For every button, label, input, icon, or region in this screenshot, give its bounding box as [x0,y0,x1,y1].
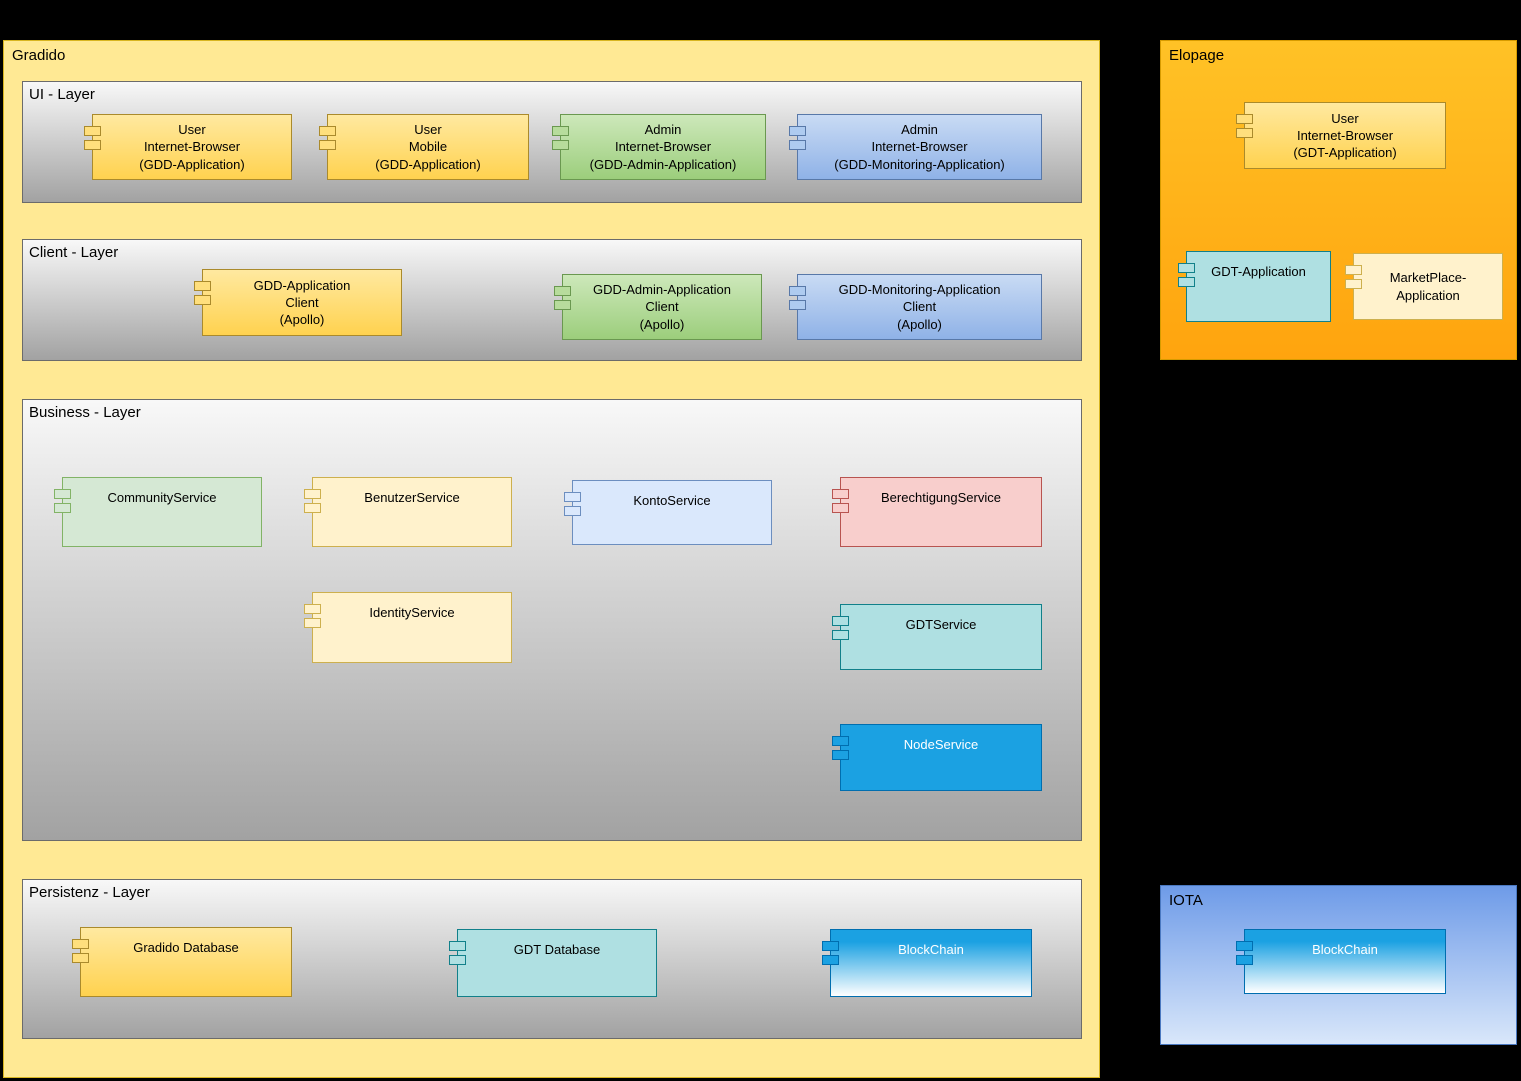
component-icon [552,126,569,156]
component-icon [832,616,849,646]
component-user-mobile-gdd-application: User Mobile (GDD-Application) [319,114,529,180]
component-label: BlockChain [1312,942,1378,957]
component-label: BerechtigungService [881,490,1001,505]
component-icon [54,489,71,519]
elopage-container: Elopage User Internet-Browser (GDT-Appli… [1160,40,1517,360]
component-icon [832,489,849,519]
component-identity-service: IdentityService [304,592,512,663]
component-marketplace-application: MarketPlace- Application [1345,253,1503,320]
component-label: User Internet-Browser (GDT-Application) [1293,110,1397,161]
component-icon [564,492,581,522]
component-user-internet-browser-gdt-application: User Internet-Browser (GDT-Application) [1236,102,1446,169]
component-label: User Internet-Browser (GDD-Application) [139,122,245,172]
component-icon [1236,114,1253,144]
component-icon [304,604,321,634]
component-label: KontoService [633,493,711,508]
ui-layer: UI - Layer User Internet-Browser (GDD-Ap… [22,81,1082,203]
business-layer-title: Business - Layer [29,404,141,421]
component-label: IdentityService [369,605,455,620]
gradido-container: Gradido UI - Layer User Internet-Browser… [3,40,1100,1078]
component-berechtigung-service: BerechtigungService [832,477,1042,547]
component-icon [84,126,101,156]
component-admin-internet-browser-gdd-admin-application: Admin Internet-Browser (GDD-Admin-Applic… [552,114,766,180]
component-node-service: NodeService [832,724,1042,791]
persistenz-layer-title: Persistenz - Layer [29,884,150,901]
component-label: BlockChain [898,942,964,957]
component-label: Admin Internet-Browser (GDD-Monitoring-A… [834,122,1005,172]
component-icon [1345,265,1362,295]
persistenz-layer: Persistenz - Layer Gradido Database GDT … [22,879,1082,1039]
component-icon [72,939,89,969]
component-blockchain-iota: BlockChain [1236,929,1446,994]
component-label: GDT-Application [1211,264,1306,279]
ui-layer-title: UI - Layer [29,86,95,103]
component-icon [449,941,466,971]
business-layer: Business - Layer CommunityService Benutz… [22,399,1082,841]
gradido-title: Gradido [12,47,66,64]
component-label: User Mobile (GDD-Application) [375,122,481,172]
component-label: CommunityService [107,490,217,505]
component-label: BenutzerService [364,490,460,505]
client-layer-title: Client - Layer [29,244,119,261]
component-icon [789,126,806,156]
component-icon [194,281,211,311]
component-gdd-monitoring-application-client: GDD-Monitoring-Application Client (Apoll… [789,274,1042,340]
component-benutzer-service: BenutzerService [304,477,512,547]
component-icon [1236,941,1253,971]
component-icon [554,286,571,316]
component-label: MarketPlace- Application [1389,270,1467,303]
component-icon [319,126,336,156]
component-gdt-service: GDTService [832,604,1042,670]
component-gdd-admin-application-client: GDD-Admin-Application Client (Apollo) [554,274,762,340]
elopage-title: Elopage [1169,47,1225,64]
component-icon [1178,263,1195,293]
client-layer: Client - Layer GDD-Application Client (A… [22,239,1082,361]
component-gradido-database: Gradido Database [72,927,292,997]
component-label: GDD-Application Client (Apollo) [253,277,351,328]
component-konto-service: KontoService [564,480,772,545]
component-icon [822,941,839,971]
component-label: GDTService [905,617,977,632]
component-label: NodeService [903,737,979,752]
component-community-service: CommunityService [54,477,262,547]
component-label: Gradido Database [133,940,239,955]
component-blockchain-persistenz: BlockChain [822,929,1032,997]
component-label: GDT Database [513,942,601,957]
iota-title: IOTA [1169,892,1203,909]
component-admin-internet-browser-gdd-monitoring-application: Admin Internet-Browser (GDD-Monitoring-A… [789,114,1042,180]
component-gdt-application: GDT-Application [1178,251,1331,322]
component-label: GDD-Admin-Application Client (Apollo) [593,282,731,332]
component-gdd-application-client: GDD-Application Client (Apollo) [194,269,402,336]
component-label: GDD-Monitoring-Application Client (Apoll… [838,282,1001,332]
component-user-internet-browser-gdd-application: User Internet-Browser (GDD-Application) [84,114,292,180]
component-icon [832,736,849,766]
iota-container: IOTA BlockChain [1160,885,1517,1045]
component-icon [304,489,321,519]
component-label: Admin Internet-Browser (GDD-Admin-Applic… [589,122,737,172]
component-icon [789,286,806,316]
component-gdt-database: GDT Database [449,929,657,997]
